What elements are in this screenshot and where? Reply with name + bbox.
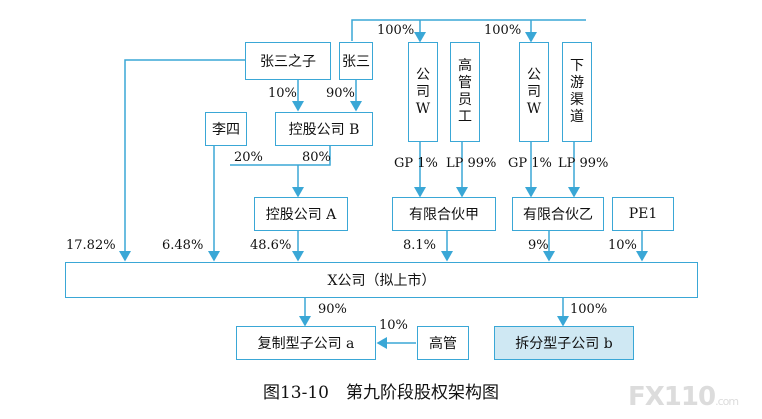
label-top-100-right: 100% (484, 23, 522, 38)
node-text: 高 (458, 58, 472, 74)
label-zs-child-to-b: 10% (268, 86, 297, 101)
label-zs-to-b: 90% (326, 86, 355, 101)
node-x-company: X公司（拟上市） (65, 262, 698, 298)
node-company-w-right: 公 司 W (519, 42, 549, 142)
node-text: 管 (458, 75, 472, 91)
node-senior-staff: 高 管 员 工 (450, 42, 480, 142)
label-gp-jia: GP 1% (394, 156, 438, 171)
node-lp-yi: 有限合伙乙 (512, 197, 604, 231)
watermark-text: FX110 (628, 382, 716, 412)
label-lp-yi: LP 99% (558, 156, 609, 171)
node-text: 工 (458, 109, 472, 125)
label-9: 9% (528, 238, 549, 253)
label-486: 48.6% (250, 238, 292, 253)
node-senior-mgmt: 高管 (417, 326, 469, 360)
node-downstream: 下 游 渠 道 (562, 42, 592, 142)
label-lisi-to-a: 20% (234, 150, 263, 165)
label-81: 8.1% (403, 238, 437, 253)
node-text: 渠 (570, 92, 584, 108)
node-replicate-a: 复制型子公司 a (236, 326, 376, 360)
label-gp-yi: GP 1% (508, 156, 552, 171)
node-holding-b: 控股公司 B (275, 112, 373, 146)
node-text: 司 (416, 83, 430, 100)
label-top-100-left: 100% (377, 23, 415, 38)
node-text: 道 (570, 109, 584, 125)
node-lp-jia: 有限合伙甲 (392, 197, 496, 231)
watermark-logo: FX110.com (628, 382, 739, 412)
node-text: 游 (570, 75, 584, 91)
node-text: W (415, 100, 431, 117)
label-b-to-a: 80% (302, 150, 331, 165)
node-text: 公 (416, 66, 430, 83)
node-lisi: 李四 (205, 112, 247, 146)
node-text: 公 (527, 66, 541, 83)
label-x-to-a: 90% (318, 302, 347, 317)
node-text: 下 (570, 58, 584, 74)
node-zhangsan-child: 张三之子 (245, 42, 331, 80)
label-x-to-b: 100% (570, 302, 608, 317)
node-spinoff-b: 拆分型子公司 b (494, 326, 634, 360)
label-1782: 17.82% (66, 238, 116, 253)
node-text: 司 (527, 83, 541, 100)
node-pe1: PE1 (612, 197, 674, 231)
figure-caption: 图13-10 第九阶段股权架构图 (262, 383, 499, 403)
node-holding-a: 控股公司 A (254, 197, 348, 231)
node-company-w-left: 公 司 W (408, 42, 438, 142)
label-10-pe: 10% (608, 238, 637, 253)
label-lp-jia: LP 99% (446, 156, 497, 171)
label-648: 6.48% (162, 238, 204, 253)
node-text: W (526, 100, 542, 117)
node-text: 员 (458, 92, 472, 108)
label-mgmt-to-a: 10% (379, 318, 408, 333)
watermark-suffix: .com (715, 395, 739, 408)
node-zhangsan: 张三 (339, 42, 373, 80)
